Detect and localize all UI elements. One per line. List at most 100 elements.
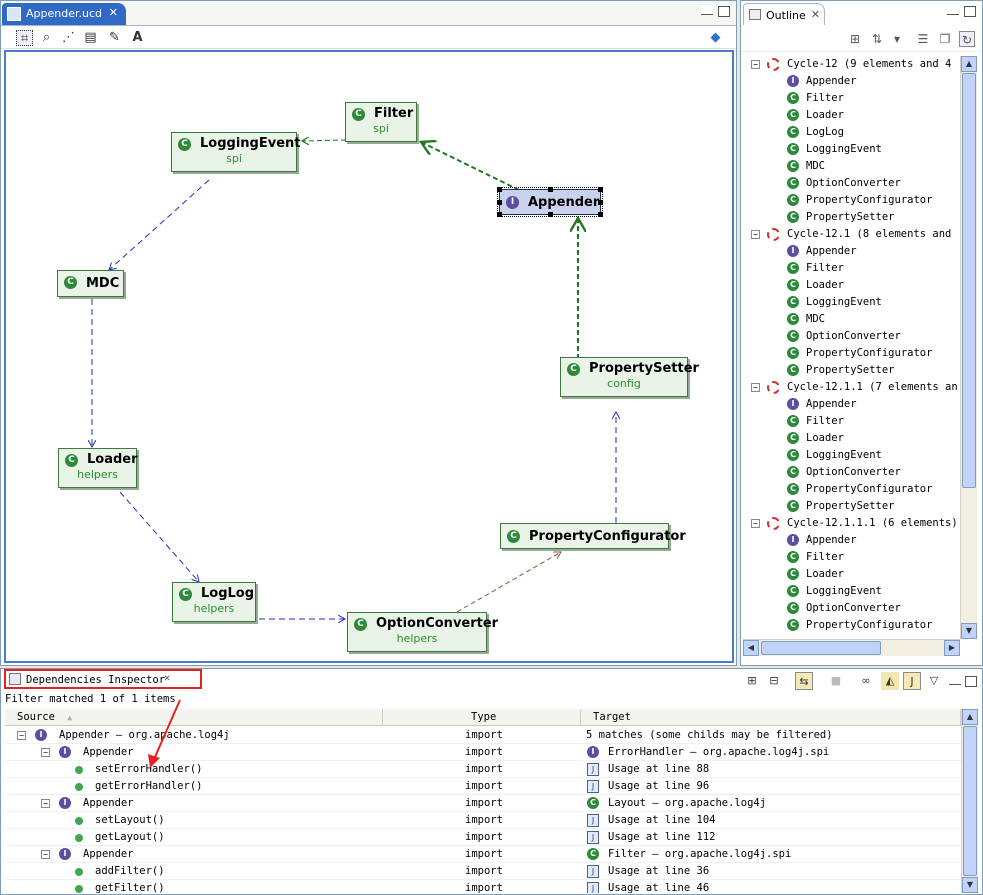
node-optionconverter[interactable]: C OptionConverter helpers [347,612,498,652]
selection-handle[interactable] [497,212,502,217]
node-filter[interactable]: C Filter spi [345,102,417,142]
tab-outline[interactable]: Outline ✕ [743,3,825,25]
node-propertyconfigurator[interactable]: C PropertyConfigurator [500,523,686,549]
collapse-icon[interactable]: − [17,731,26,740]
connection-icon[interactable]: ⋰ [62,30,75,45]
node-title: LoggingEvent [200,136,301,151]
source-cell: Appender [83,848,134,860]
selection-handle[interactable] [548,212,553,217]
minimize-button[interactable] [949,676,961,685]
cycle-icon [767,228,780,241]
minimize-button[interactable] [701,6,713,15]
node-appender[interactable]: I Appender [497,187,603,217]
scroll-thumb[interactable] [962,73,976,488]
cycle-icon[interactable]: ↻ [959,31,975,47]
selection-handle[interactable] [548,187,553,192]
target-cell: Filter – org.apache.log4j.spi [608,848,792,860]
maximize-button[interactable] [718,6,730,17]
collapse-icon[interactable]: − [41,850,50,859]
node-mdc[interactable]: C MDC [57,270,124,297]
scroll-thumb[interactable] [761,641,881,655]
close-icon[interactable]: ✕ [108,6,118,19]
node-loglog[interactable]: C LogLog helpers [172,582,256,622]
tree-label: OptionConverter [806,177,901,189]
selection-handle[interactable] [598,187,603,192]
text-icon[interactable]: A [132,30,143,45]
scroll-up-button[interactable]: ▲ [962,709,978,725]
selection-handle[interactable] [497,187,502,192]
layers-icon[interactable]: ❐ [939,32,951,46]
link-icon[interactable]: ✎ [109,30,120,45]
scroll-up-button[interactable]: ▲ [961,56,977,72]
hierarchy-icon[interactable]: ⊞ [849,32,861,46]
scroll-down-button[interactable]: ▼ [961,623,977,639]
column-type[interactable]: Type [383,709,581,726]
filter-icon[interactable]: ◭ [881,672,899,690]
selection-handle[interactable] [598,212,603,217]
node-loader[interactable]: C Loader helpers [58,448,138,488]
node-title: OptionConverter [376,616,499,631]
target-cell: Usage at line 46 [608,882,710,893]
minimize-button[interactable] [947,6,959,15]
tree-label: OptionConverter [806,466,901,478]
type-cell: import [465,797,503,809]
cube-icon[interactable]: ◆ [710,30,721,45]
java-icon[interactable]: J [903,672,921,690]
class-icon: C [787,466,799,478]
node-propertysetter[interactable]: C PropertySetter config [560,357,699,397]
sort-az-icon[interactable]: ⇅ [871,32,883,46]
scroll-left-button[interactable]: ◀ [743,640,759,656]
expand-all-icon[interactable]: ⊞ [747,674,757,687]
tab-dependencies-inspector[interactable]: Dependencies Inspector ✕ [4,670,200,690]
scroll-down-button[interactable]: ▼ [962,877,978,893]
inspector-vertical-scrollbar[interactable]: ▲ ▼ [961,709,978,893]
class-icon: C [65,454,78,467]
column-source[interactable]: Source ▲ [5,709,383,726]
collapse-icon[interactable]: − [751,230,760,239]
scroll-right-button[interactable]: ▶ [944,640,960,656]
tree-label: Appender [806,398,857,410]
scroll-thumb[interactable] [963,726,977,876]
cycle-icon [767,517,780,530]
table-header: Source ▲ Type Target [5,709,961,726]
selection-handle[interactable] [497,200,502,205]
collapse-all-icon[interactable]: ⊟ [769,674,779,687]
maximize-button[interactable] [964,6,976,17]
outline-horizontal-scrollbar[interactable]: ◀ ▶ [743,639,960,656]
dropdown-icon[interactable]: ▾ [893,32,901,46]
glasses-icon[interactable]: ∞ [861,674,871,687]
close-icon[interactable]: ✕ [164,672,171,684]
tab-appender-ucd[interactable]: Appender.ucd ✕ [2,3,126,25]
maximize-button[interactable] [965,676,977,687]
list-icon[interactable]: ☰ [917,32,929,46]
collapse-icon[interactable]: − [41,799,50,808]
sync-icon[interactable]: ⇆ [795,672,813,690]
node-loggingevent[interactable]: C LoggingEvent spi [171,132,301,172]
collapse-icon[interactable]: − [41,748,50,757]
selection-handle[interactable] [598,200,603,205]
zoom-icon[interactable]: ⌕ [42,30,51,45]
view-menu-icon[interactable]: ▽ [929,674,939,687]
close-icon[interactable]: ✕ [810,8,820,21]
collapse-icon[interactable]: − [751,383,760,392]
dependencies-inspector: Dependencies Inspector ✕ ⊞ ⊟ ⇆ ■ ∞ ◭ J ▽… [0,668,983,895]
stop-icon[interactable]: ■ [830,674,842,687]
column-target[interactable]: Target [581,709,961,726]
collapse-icon[interactable]: − [751,60,760,69]
select-icon[interactable]: ⌗ [16,30,33,46]
diagram-canvas[interactable]: C Filter spi C LoggingEvent spi I Append… [4,50,734,663]
note-icon[interactable]: ▤ [84,30,97,45]
collapse-icon[interactable]: − [751,519,760,528]
outline-vertical-scrollbar[interactable]: ▲ ▼ [960,56,977,639]
